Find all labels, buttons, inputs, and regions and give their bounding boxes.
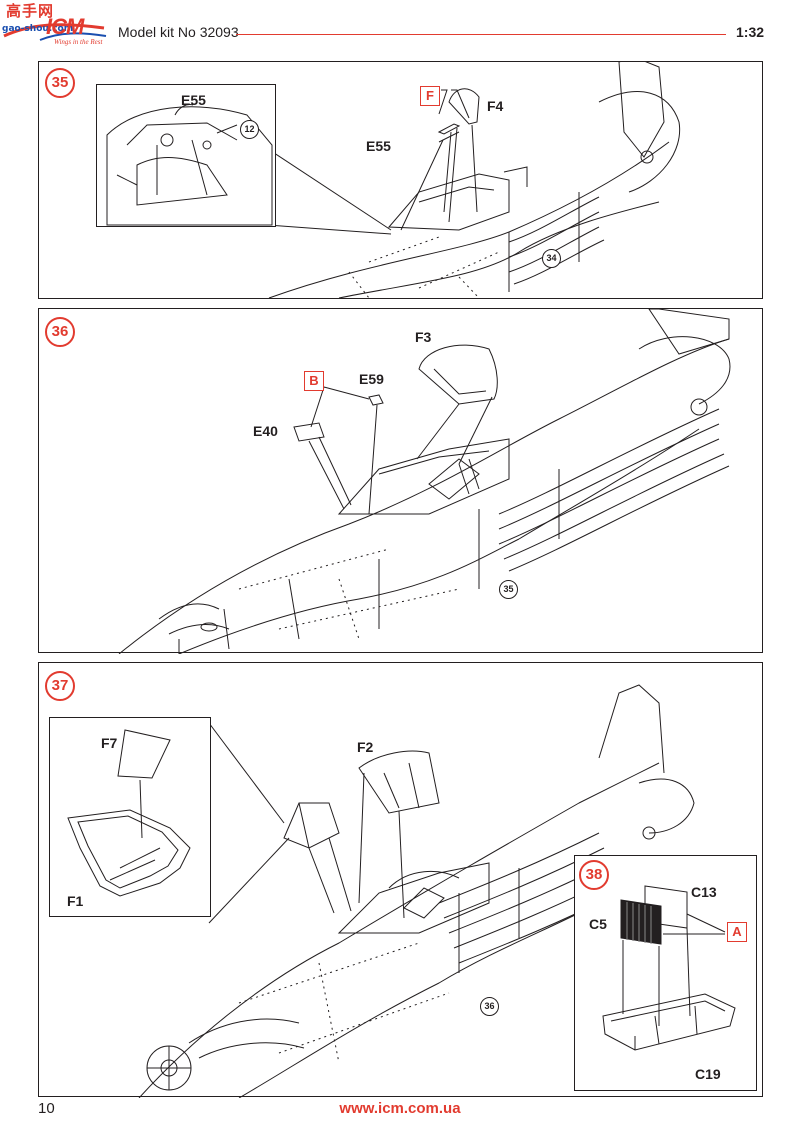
step-36-panel: 36 F3 B E59 E40 35 [38,308,763,654]
label-f1: F1 [67,893,84,909]
logo-brand: ICM [46,14,84,39]
label-f3: F3 [415,329,432,345]
logo-swoosh-icon [3,23,107,41]
label-e55-inset: E55 [181,92,206,108]
logo-cn: 高手网 [6,2,55,20]
website-link[interactable]: www.icm.com.ua [339,1100,461,1117]
label-c13: C13 [691,884,717,900]
label-c5: C5 [589,916,607,932]
step-37-panel: 37 F7 F1 F2 36 [38,662,763,1098]
windscreen-inset-drawing [67,729,191,897]
scale-label: 1:32 [736,24,765,40]
logo-tagline: Wings in the Rest [54,38,103,46]
label-f4: F4 [487,98,504,114]
model-title: Model kit No 32093 [118,24,239,40]
step-38-number: 38 [579,860,609,890]
label-e40: E40 [253,423,278,439]
label-f2: F2 [357,739,374,755]
step-38-drawing [602,885,736,1051]
logo-site: gao-shou.com [2,24,74,34]
step-35-inset [96,84,276,227]
paint-code-f: F [420,86,440,106]
label-e55: E55 [366,138,391,154]
ref-35: 35 [499,580,518,599]
step-37-inset [49,717,211,917]
ref-34: 34 [542,249,561,268]
step-35-panel: 35 E55 12 F F4 E55 34 [38,61,763,299]
step-36-number: 36 [45,317,75,347]
header-rule [236,34,726,35]
label-c19: C19 [695,1066,721,1082]
step-38-panel: 38 C13 C5 A C19 [574,855,757,1091]
paint-code-b: B [304,371,324,391]
step-35-drawing [226,62,681,299]
ref-36: 36 [480,997,499,1016]
page-header: 高手网 gao-shou.com ICM Wings in the Rest M… [0,0,800,56]
paint-code-a: A [727,922,747,942]
step-36-drawing [118,309,731,654]
ref-12: 12 [240,120,259,139]
step-35-number: 35 [45,68,75,98]
cockpit-inset-drawing [106,104,273,226]
label-e59: E59 [359,371,384,387]
step-37-number: 37 [45,671,75,701]
label-f7: F7 [101,735,118,751]
page-number: 10 [38,1100,55,1117]
